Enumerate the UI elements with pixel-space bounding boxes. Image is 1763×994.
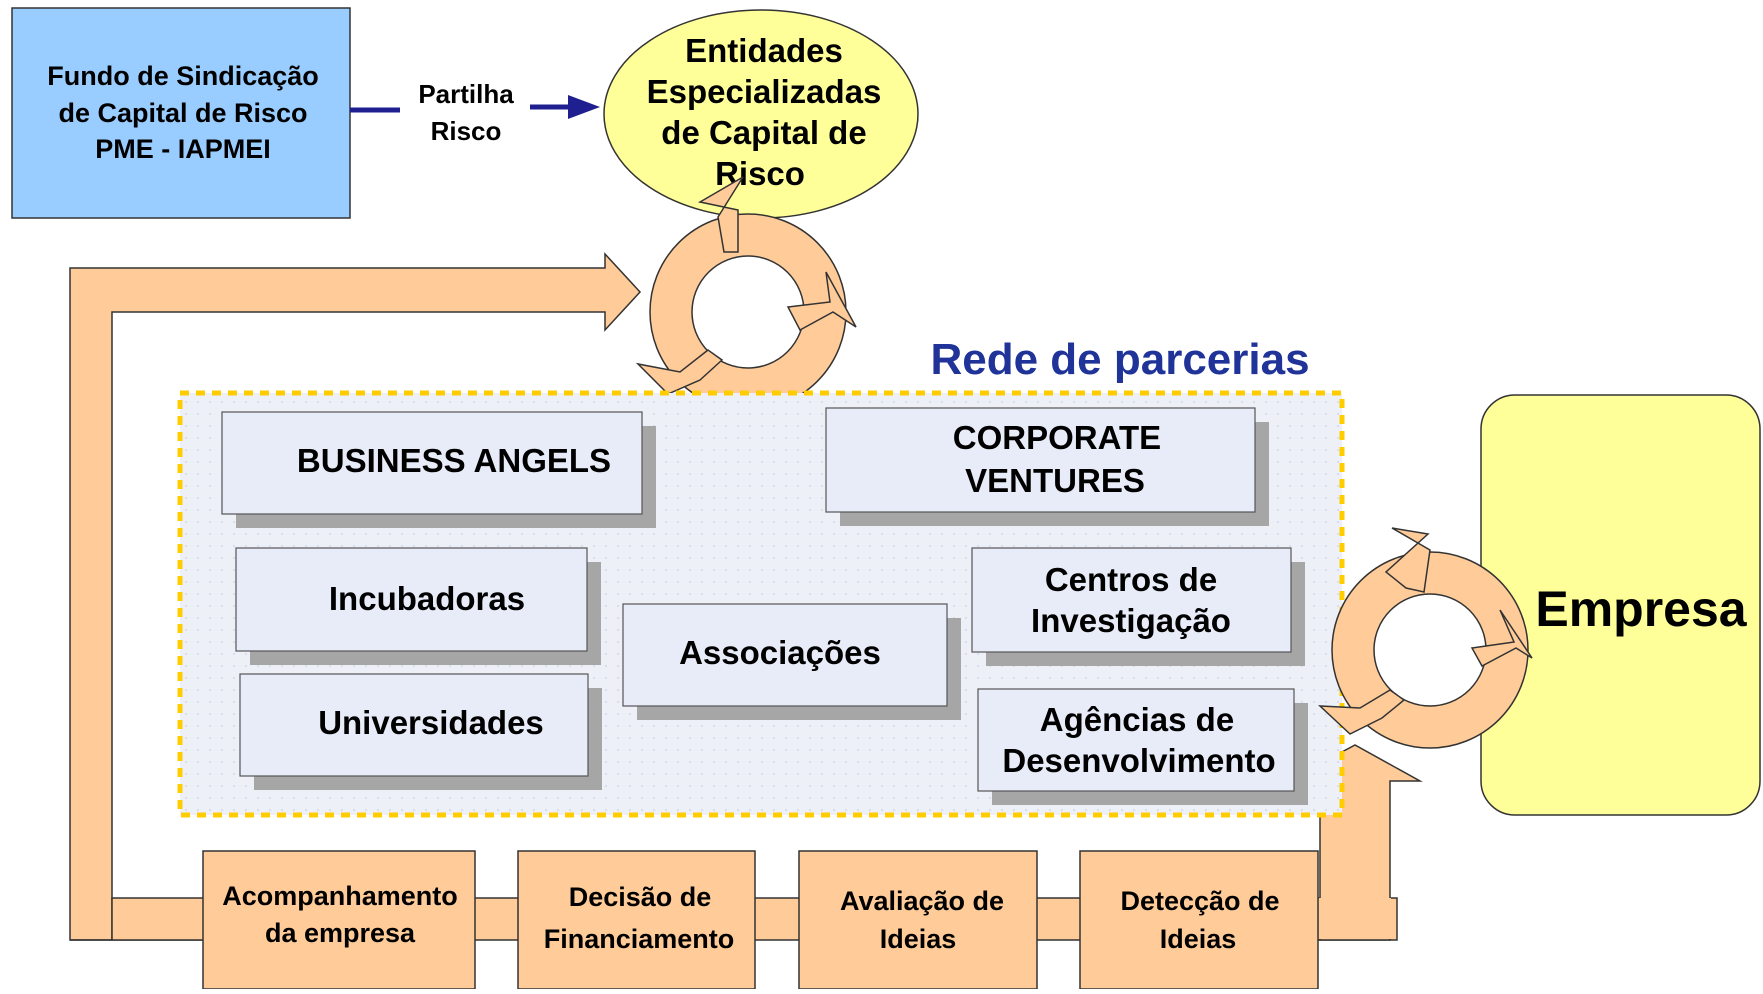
universities-label: Universidades [318,704,544,741]
agencies-line2: Desenvolvimento [1002,742,1275,779]
partner-corporate-ventures: CORPORATE VENTURES [825,407,1269,526]
step-evaluation: Avaliação de Ideias [798,850,1038,990]
entities-line2: Especializadas [647,73,882,110]
step-decision: Decisão de Financiamento [517,850,756,990]
partner-business-angels: BUSINESS ANGELS [221,411,656,528]
partner-research-centres: Centros de Investigação [971,547,1305,666]
monitoring-line1: Acompanhamento [222,881,458,911]
partner-network: Rede de parcerias BUSINESS ANGELS CORPOR… [177,335,1345,818]
partner-development-agencies: Agências de Desenvolvimento [977,688,1308,805]
fund-box: Fundo de Sindicação de Capital de Risco … [11,7,351,219]
entities-ellipse: Entidades Especializadas de Capital de R… [603,9,919,219]
decision-line2: Financiamento [544,924,735,954]
network-title: Rede de parcerias [930,335,1309,384]
company-box: Empresa [1480,394,1761,816]
research-line2: Investigação [1031,602,1231,639]
fund-box-line2: de Capital de Risco [58,98,307,128]
corporate-line1: CORPORATE [953,419,1161,456]
company-label: Empresa [1535,581,1747,637]
cycle-icon-top [635,176,857,411]
entities-line3: de Capital de [661,114,866,151]
fund-box-line1: Fundo de Sindicação [47,61,319,91]
risk-share-line2: Risco [431,116,502,146]
incubators-label: Incubadoras [329,580,525,617]
step-monitoring: Acompanhamento da empresa [202,850,476,990]
monitoring-line2: da empresa [265,918,416,948]
partner-universities: Universidades [239,673,602,790]
associations-label: Associações [679,634,881,671]
fund-box-line3: PME - IAPMEI [95,134,271,164]
agencies-line1: Agências de [1040,701,1234,738]
risk-share-arrow: Partilha Risco [350,79,600,146]
decision-line1: Decisão de [569,882,712,912]
evaluation-line1: Avaliação de [840,886,1004,916]
detection-line1: Detecção de [1120,886,1279,916]
research-line1: Centros de [1045,561,1217,598]
corporate-line2: VENTURES [965,462,1145,499]
partner-associations: Associações [622,603,961,720]
cycle-icon-right [1317,527,1533,749]
evaluation-line2: Ideias [880,924,957,954]
entities-line1: Entidades [685,32,843,69]
risk-share-line1: Partilha [418,79,514,109]
business-angels-label: BUSINESS ANGELS [297,442,611,479]
risk-arrow-head [568,95,600,119]
partner-incubators: Incubadoras [235,547,601,665]
detection-line2: Ideias [1160,924,1237,954]
step-detection: Detecção de Ideias [1079,850,1319,990]
